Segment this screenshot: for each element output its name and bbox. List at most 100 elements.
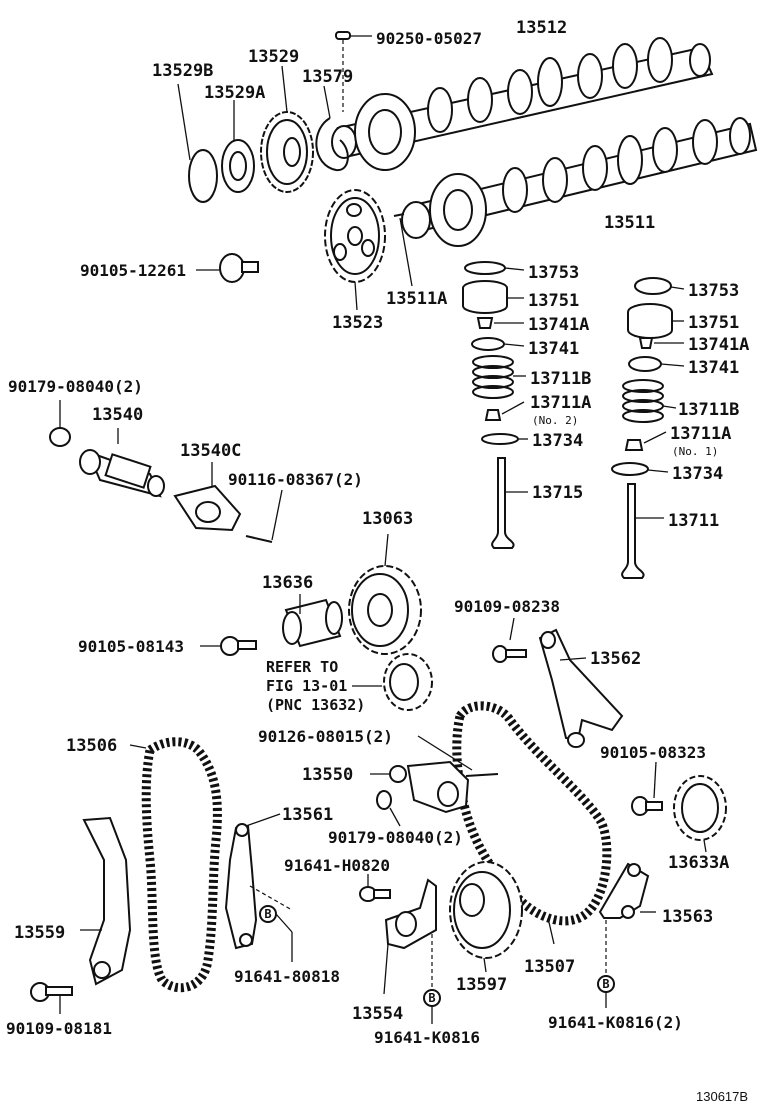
ref-line-1: REFER TO: [266, 658, 338, 676]
label-13512: 13512: [516, 18, 567, 38]
label-91641-h0820: 91641-H0820: [284, 856, 390, 875]
nut-90179-a: [49, 427, 71, 447]
label-13741-a: 13741: [528, 339, 579, 359]
guide-13561: [224, 823, 258, 950]
label-90179-08040-b: 90179-08040(2): [328, 828, 463, 847]
chain-13506: [141, 737, 222, 993]
label-13579: 13579: [302, 67, 353, 87]
label-13529a: 13529A: [204, 83, 265, 103]
gear-ref-13632: [383, 653, 433, 711]
slipper-13559: [82, 816, 132, 986]
label-13554: 13554: [352, 1004, 403, 1024]
label-13734-b: 13734: [672, 464, 723, 484]
label-13529: 13529: [248, 47, 299, 67]
bolt-90105-08143: [220, 636, 257, 656]
chain-13507: [452, 701, 612, 926]
keeper-13741a-a: [476, 317, 494, 329]
shaft-13636: [282, 598, 343, 648]
shim-13753-a: [464, 261, 506, 275]
lifter-13751-a: [462, 280, 508, 314]
spring-13711b-a: [472, 355, 514, 399]
seal-13711a-a: [484, 409, 502, 421]
spring-13711b-b: [622, 379, 664, 423]
illustration-id: 130617B: [696, 1089, 748, 1104]
ref-line-2: FIG 13-01: [266, 677, 347, 695]
label-13559: 13559: [14, 923, 65, 943]
label-13529b: 13529B: [152, 61, 213, 81]
marker-b-2: B: [423, 989, 441, 1007]
tensioner-13554: [384, 878, 437, 950]
label-13597: 13597: [456, 975, 507, 995]
label-13523: 13523: [332, 313, 383, 333]
tensioner-13550: [389, 760, 499, 814]
stud-90116: [245, 535, 273, 543]
bolt-90109-08238: [492, 645, 527, 663]
note-no1: (No. 1): [672, 445, 718, 458]
gear-13063: [348, 565, 422, 655]
label-91641-k0816-2: 91641-K0816(2): [548, 1013, 683, 1032]
label-13711b-a: 13711B: [530, 369, 591, 389]
label-13633a: 13633A: [668, 853, 729, 873]
label-13506: 13506: [66, 736, 117, 756]
label-13063: 13063: [362, 509, 413, 529]
label-13753-a: 13753: [528, 263, 579, 283]
label-13511: 13511: [604, 213, 655, 233]
svg-text:B: B: [428, 991, 435, 1005]
guide-13563: [598, 862, 650, 919]
spring-13579: [315, 117, 349, 172]
label-13741-b: 13741: [688, 358, 739, 378]
gasket-13540c: [173, 484, 242, 532]
lifter-13751-b: [627, 303, 673, 339]
retainer-13741-b: [628, 356, 662, 372]
bolt-90109-08181: [30, 982, 73, 1002]
damper-13562: [538, 628, 624, 748]
ref-line-3: (PNC 13632): [266, 696, 365, 714]
label-13540: 13540: [92, 405, 143, 425]
gear-13529: [260, 111, 314, 193]
marker-b-3: B: [597, 975, 615, 993]
label-13711b-b: 13711B: [678, 400, 739, 420]
label-90116-08367: 90116-08367(2): [228, 470, 363, 489]
label-90105-08143: 90105-08143: [78, 637, 184, 656]
label-90109-08181: 90109-08181: [6, 1019, 112, 1038]
label-13741a-a: 13741A: [528, 315, 589, 335]
label-13562: 13562: [590, 649, 641, 669]
marker-b-1: B: [259, 905, 277, 923]
label-13561: 13561: [282, 805, 333, 825]
label-13751-b: 13751: [688, 313, 739, 333]
valve-13711: [621, 483, 645, 579]
sprocket-13523: [324, 189, 386, 283]
bolt-90105-08323: [631, 796, 663, 816]
label-90105-12261: 90105-12261: [80, 261, 186, 280]
label-90105-08323: 90105-08323: [600, 743, 706, 762]
label-13511a: 13511A: [386, 289, 447, 309]
label-13711: 13711: [668, 511, 719, 531]
note-no2: (No. 2): [532, 414, 578, 427]
label-90109-08238: 90109-08238: [454, 597, 560, 616]
nut-90179-b: [376, 790, 392, 810]
washer-13734-a: [481, 433, 519, 445]
bolt-91641-h0820: [359, 886, 391, 902]
svg-text:B: B: [264, 907, 271, 921]
snap-ring-13529b: [188, 149, 218, 203]
washer-13734-b: [611, 462, 649, 476]
gear-13633a: [673, 775, 727, 841]
label-90126-08015: 90126-08015(2): [258, 727, 393, 746]
label-13540c: 13540C: [180, 441, 241, 461]
svg-text:B: B: [602, 977, 609, 991]
retainer-13741-a: [471, 337, 505, 351]
label-13636: 13636: [262, 573, 313, 593]
label-13507: 13507: [524, 957, 575, 977]
shim-13753-b: [634, 277, 672, 295]
label-13550: 13550: [302, 765, 353, 785]
label-13753-b: 13753: [688, 281, 739, 301]
label-90250-05027: 90250-05027: [376, 29, 482, 48]
label-13711a-a: 13711A: [530, 393, 591, 413]
label-91641-k0816: 91641-K0816: [374, 1028, 480, 1047]
keeper-13741a-b: [638, 337, 654, 349]
label-13563: 13563: [662, 907, 713, 927]
label-13711a-b: 13711A: [670, 424, 731, 444]
sprocket-13597: [449, 861, 523, 959]
label-90179-08040-a: 90179-08040(2): [8, 377, 143, 396]
